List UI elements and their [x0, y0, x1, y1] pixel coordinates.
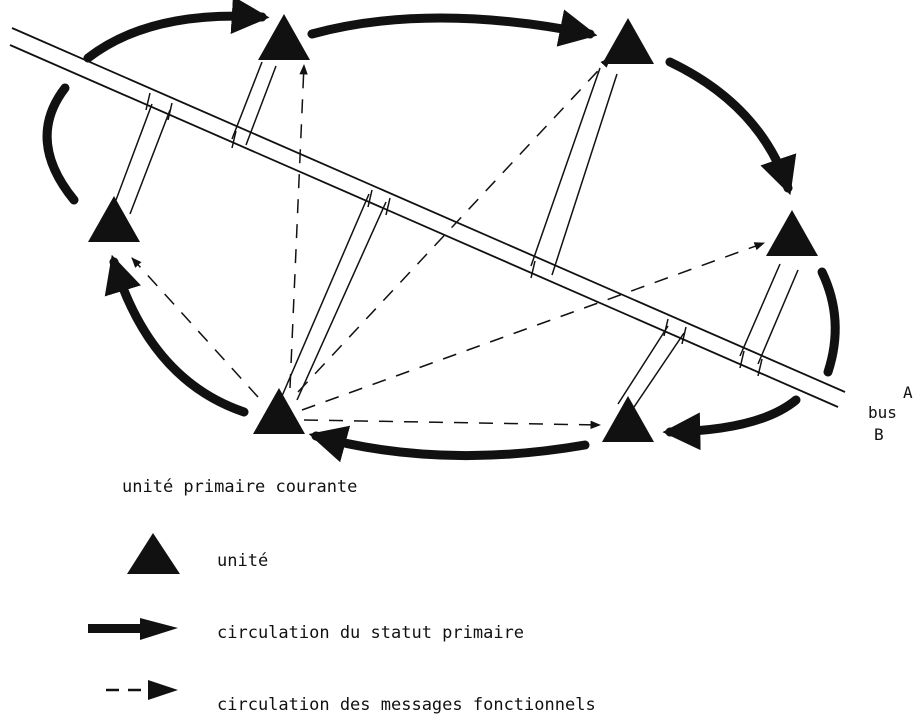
message-arrow-to-u3	[297, 57, 611, 393]
legend-functional-messages-label: circulation des messages fonctionnels	[217, 695, 596, 715]
status-arrow-u3-u4	[665, 57, 797, 196]
legend: unité circulation du statut primaire cir…	[88, 533, 596, 715]
functional-message-arrows	[131, 57, 765, 430]
legend-dashed-arrow-icon	[148, 680, 178, 700]
status-arrow-u4-u6	[817, 267, 840, 377]
bus-line-a	[11, 27, 846, 393]
bus-taps	[112, 61, 799, 411]
message-arrow-to-u2	[289, 63, 308, 389]
current-primary-unit-caption: unité primaire courante	[122, 477, 357, 497]
unit-u3-icon	[602, 18, 654, 64]
legend-functional-messages: circulation des messages fonctionnels	[106, 680, 596, 715]
units	[88, 14, 818, 442]
status-arrow-u6-bottom	[662, 395, 801, 451]
unit-u4-icon	[766, 210, 818, 256]
bus-ticks	[145, 92, 763, 377]
legend-triangle-icon	[127, 533, 180, 574]
tap-u1	[112, 103, 171, 215]
legend-solid-arrow-shaft	[88, 624, 144, 633]
status-arrow-u6-u5	[308, 425, 590, 463]
legend-primary-status: circulation du statut primaire	[88, 618, 524, 643]
legend-solid-arrow-icon	[140, 618, 178, 640]
tap-u3	[530, 67, 618, 276]
tap-u6	[617, 325, 685, 411]
legend-unit-label: unité	[217, 551, 268, 571]
tap-u2	[231, 61, 277, 146]
bus	[9, 27, 846, 408]
status-arrow-u5-u7	[104, 254, 249, 417]
primary-status-ring	[42, 0, 840, 463]
bus-line-b	[9, 44, 839, 408]
tap-u5	[281, 193, 387, 401]
message-arrow-to-u4	[301, 242, 765, 411]
unit-u1-icon	[88, 196, 140, 242]
legend-primary-status-label: circulation du statut primaire	[217, 623, 524, 643]
bus-label: bus	[868, 403, 897, 422]
tap-u4	[739, 263, 799, 365]
message-arrow-to-u6	[303, 419, 602, 430]
status-arrow-u2-u3	[307, 9, 598, 47]
status-arrow-u7-u1	[42, 83, 79, 205]
current-primary-unit-icon	[253, 388, 305, 434]
unit-u6-icon	[602, 396, 654, 442]
bus-label-a: A	[903, 383, 913, 402]
bus-label-b: B	[874, 425, 884, 444]
unit-u2-icon	[258, 14, 310, 60]
legend-unit: unité	[127, 533, 268, 574]
message-arrow-to-u1	[131, 257, 259, 398]
status-arrow-u1-u2	[83, 0, 270, 63]
